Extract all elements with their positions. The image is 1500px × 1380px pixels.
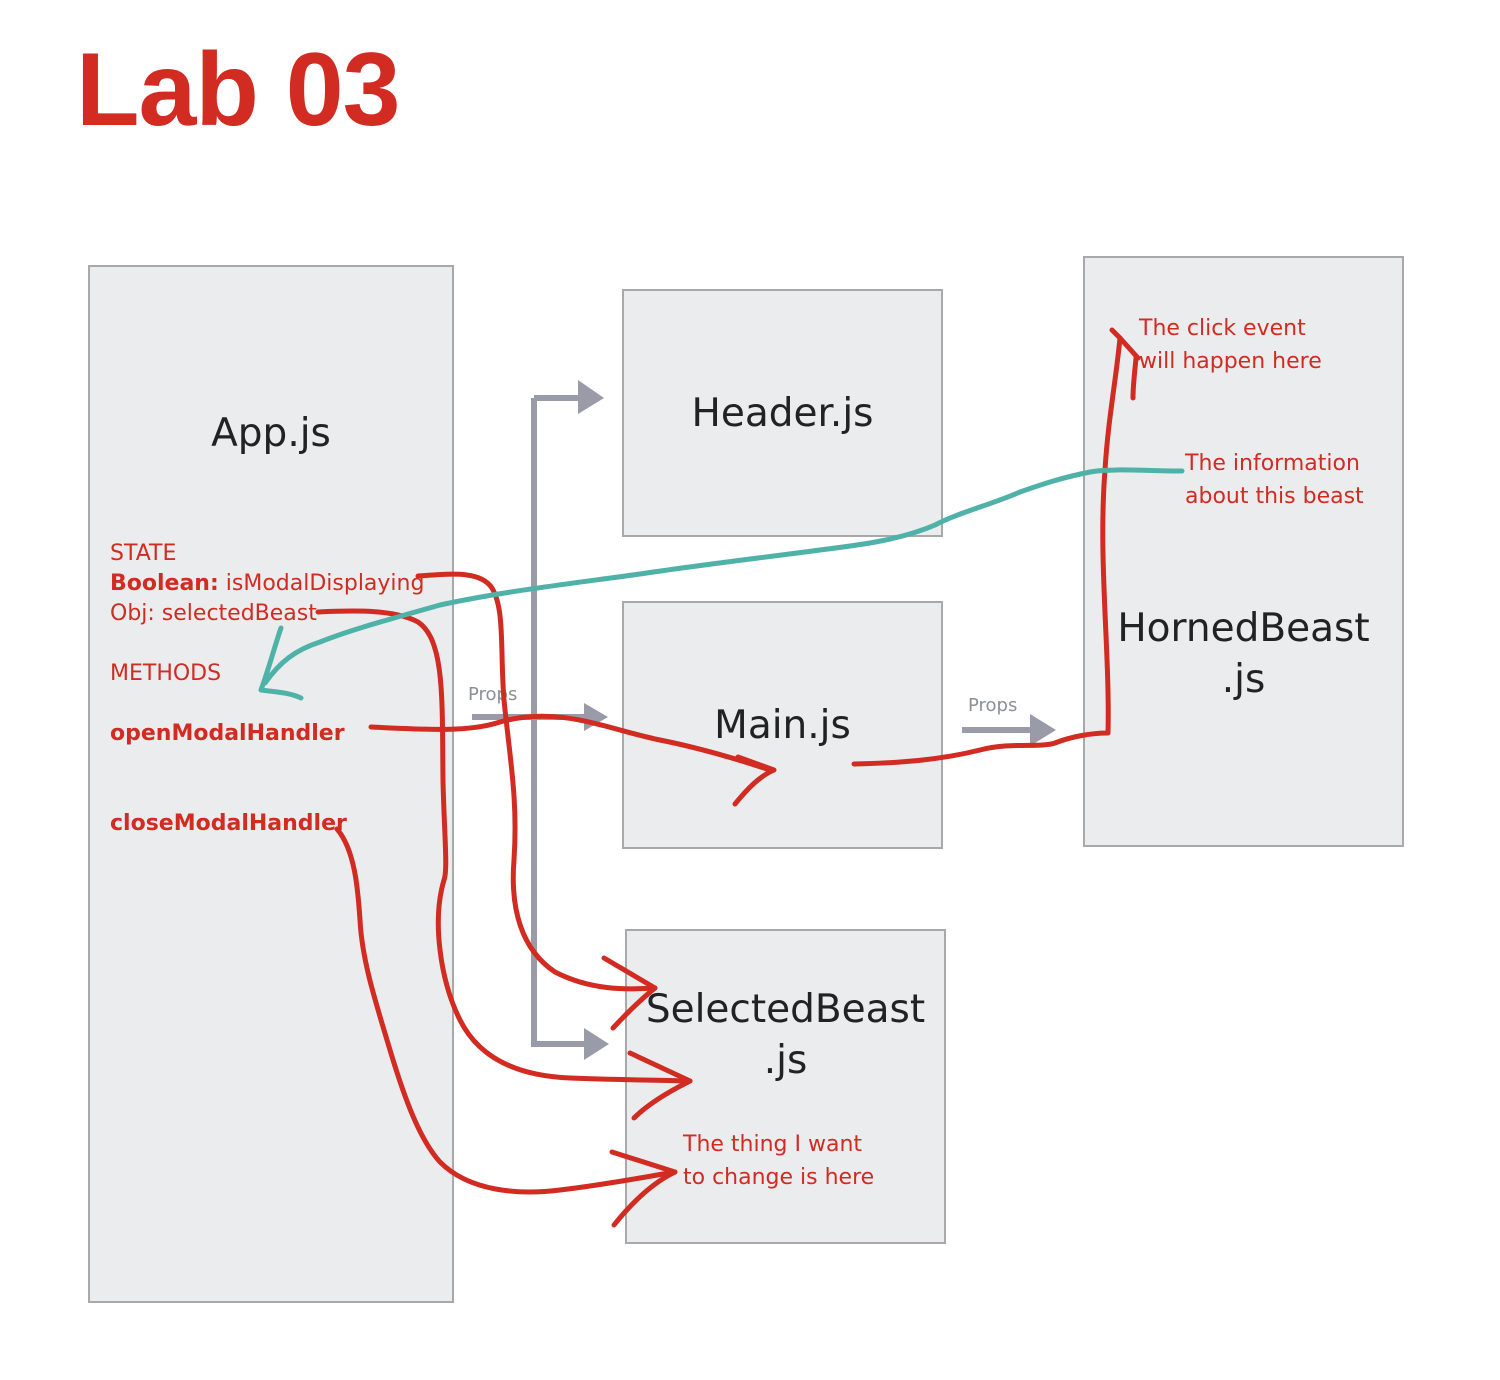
arrowhead-horned — [1030, 714, 1056, 746]
app-box — [88, 265, 454, 1303]
header-box — [622, 289, 943, 537]
state-heading: STATE — [110, 541, 177, 566]
props-label-horned: Props — [968, 695, 1018, 716]
page-title: Lab 03 — [76, 32, 400, 148]
modal-displaying-arrowhead — [601, 955, 658, 1031]
selected-beast-arrowhead — [627, 1050, 693, 1121]
main-box — [622, 601, 943, 849]
open-modal-handler: openModalHandler — [110, 721, 345, 746]
selected-beast-stroke — [315, 608, 693, 1084]
main-to-horned-stroke — [851, 335, 1123, 767]
beast-info-note: The information about this beast — [1185, 451, 1364, 509]
arrowhead-selected — [584, 1028, 609, 1060]
props-arrow-trunk — [531, 398, 588, 1047]
state-boolean: Boolean: isModalDisplaying — [110, 571, 425, 596]
close-handler-stroke — [334, 826, 678, 1195]
beast-info-arrowhead — [258, 625, 304, 701]
modal-displaying-stroke — [415, 571, 658, 992]
close-modal-handler: closeModalHandler — [110, 811, 347, 836]
header-label: Header.js — [691, 391, 874, 436]
main-label: Main.js — [714, 703, 851, 748]
beast-info-stroke — [262, 467, 1185, 686]
selected-beast-label: SelectedBeast .js — [645, 987, 926, 1084]
arrowhead-header — [578, 380, 604, 414]
methods-heading: METHODS — [110, 661, 222, 686]
open-handler-stroke — [368, 713, 773, 773]
app-label: App.js — [211, 411, 331, 456]
click-arrow-tail — [1130, 355, 1139, 401]
click-event-note: The click event will happen here — [1139, 316, 1322, 374]
click-arrowhead — [1109, 327, 1141, 361]
state-obj: Obj: selectedBeast — [110, 601, 317, 626]
horned-beast-label: HornedBeast .js — [1117, 606, 1370, 703]
change-note: The thing I want to change is here — [683, 1132, 875, 1190]
close-handler-arrowhead — [609, 1149, 678, 1228]
open-handler-arrowhead — [732, 754, 777, 807]
